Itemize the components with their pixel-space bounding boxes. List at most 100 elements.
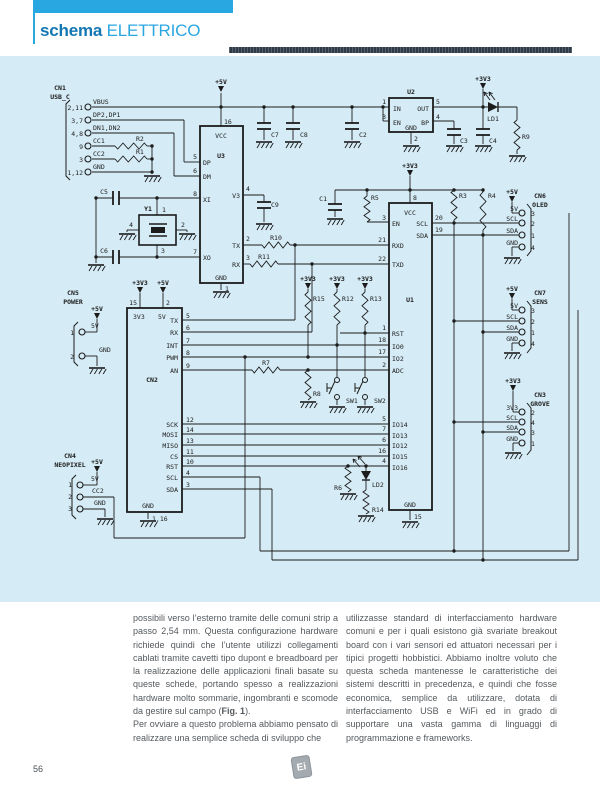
svg-text:U3: U3	[217, 152, 225, 160]
svg-text:IO14: IO14	[392, 421, 408, 429]
svg-text:2: 2	[382, 361, 386, 369]
svg-text:3: 3	[246, 254, 250, 262]
svg-text:XI: XI	[203, 196, 211, 204]
svg-text:LD1: LD1	[487, 115, 499, 123]
hatched-divider	[229, 47, 572, 53]
svg-text:ADC: ADC	[392, 367, 404, 375]
svg-text:13: 13	[186, 437, 194, 445]
svg-text:GND: GND	[215, 274, 227, 282]
svg-text:4: 4	[246, 185, 250, 193]
svg-text:U1: U1	[406, 296, 414, 304]
svg-text:1,12: 1,12	[67, 169, 83, 177]
svg-text:2,11: 2,11	[67, 104, 83, 112]
svg-text:+3V3: +3V3	[402, 162, 418, 170]
svg-text:R5: R5	[371, 194, 379, 202]
svg-text:R6: R6	[334, 484, 342, 492]
svg-text:1: 1	[531, 232, 535, 240]
svg-text:SCL: SCL	[416, 220, 428, 228]
svg-text:IO2: IO2	[392, 355, 404, 363]
svg-text:R14: R14	[372, 506, 384, 514]
svg-text:SDA: SDA	[416, 232, 428, 240]
svg-text:3: 3	[68, 505, 72, 513]
svg-text:VCC: VCC	[404, 209, 416, 217]
svg-text:1: 1	[68, 481, 72, 489]
article-column-left: possibili verso l’esterno tramite delle …	[133, 612, 338, 745]
svg-text:3: 3	[79, 156, 83, 164]
svg-text:R1: R1	[136, 148, 144, 156]
svg-text:R15: R15	[313, 295, 325, 303]
svg-text:OLED: OLED	[532, 201, 548, 209]
svg-text:DP2,DP1: DP2,DP1	[93, 111, 120, 119]
svg-text:+3V3: +3V3	[132, 279, 148, 287]
header-tick	[33, 13, 35, 44]
svg-text:5V: 5V	[510, 205, 518, 213]
svg-text:TXD: TXD	[392, 261, 404, 269]
svg-text:1: 1	[531, 329, 535, 337]
svg-text:SDA: SDA	[506, 227, 518, 235]
svg-text:R10: R10	[270, 234, 282, 242]
svg-text:7: 7	[186, 337, 190, 345]
paragraph: utilizzasse standard di interfacciamento…	[346, 613, 557, 743]
svg-text:XO: XO	[203, 254, 211, 262]
svg-text:+5V: +5V	[506, 285, 518, 293]
svg-text:SCL: SCL	[506, 414, 518, 422]
svg-text:OUT: OUT	[417, 105, 429, 113]
svg-text:+3V3: +3V3	[300, 275, 316, 283]
svg-text:TX: TX	[170, 317, 178, 325]
svg-text:14: 14	[186, 426, 194, 434]
svg-text:GND: GND	[405, 124, 417, 132]
svg-text:GROVE: GROVE	[530, 400, 550, 408]
svg-text:RST: RST	[166, 463, 178, 471]
svg-text:5: 5	[186, 312, 190, 320]
svg-text:2: 2	[531, 318, 535, 326]
svg-text:Y1: Y1	[144, 205, 152, 213]
svg-text:5: 5	[193, 153, 197, 161]
svg-text:4: 4	[382, 457, 386, 465]
svg-text:18: 18	[378, 336, 386, 344]
svg-text:CC2: CC2	[93, 150, 105, 158]
svg-text:+5V: +5V	[91, 458, 103, 466]
svg-text:IN: IN	[393, 105, 401, 113]
svg-text:6: 6	[193, 167, 197, 175]
svg-text:C3: C3	[460, 137, 468, 145]
svg-text:CC2: CC2	[92, 487, 104, 495]
svg-text:CN6: CN6	[534, 192, 546, 200]
paragraph: Per ovviare a questo problema abbiamo pe…	[133, 719, 338, 743]
svg-text:C2: C2	[359, 131, 367, 139]
svg-text:3: 3	[382, 214, 386, 222]
svg-text:CC1: CC1	[93, 137, 105, 145]
paragraph: possibili verso l’esterno tramite delle …	[133, 613, 338, 717]
svg-text:RXD: RXD	[392, 242, 404, 250]
svg-text:8: 8	[193, 190, 197, 198]
schematic-panel: +5V+3V3+3V3+3V3+3V3+3V3+5V+3V3+5V+5V+5V+…	[0, 56, 600, 602]
svg-text:+3V3: +3V3	[505, 377, 521, 385]
svg-text:CN7: CN7	[534, 289, 546, 297]
svg-text:3V3: 3V3	[506, 404, 518, 412]
svg-text:1: 1	[382, 98, 386, 106]
svg-text:R13: R13	[370, 295, 382, 303]
svg-text:1: 1	[531, 440, 535, 448]
svg-text:DP: DP	[203, 159, 211, 167]
page-title-accent: ELETTRICO	[106, 21, 201, 40]
svg-text:GND: GND	[404, 501, 416, 509]
svg-text:+3V3: +3V3	[329, 275, 345, 283]
svg-text:3V3: 3V3	[133, 313, 145, 321]
svg-text:2: 2	[531, 409, 535, 417]
svg-text:EN: EN	[393, 119, 401, 127]
svg-text:C9: C9	[271, 201, 279, 209]
svg-text:1,16: 1,16	[152, 515, 168, 523]
svg-text:11: 11	[186, 448, 194, 456]
svg-text:3: 3	[161, 247, 165, 255]
svg-text:IO16: IO16	[392, 464, 408, 472]
svg-text:2: 2	[70, 353, 74, 361]
svg-text:SENS: SENS	[532, 298, 548, 306]
svg-text:+3V3: +3V3	[357, 275, 373, 283]
svg-text:4: 4	[531, 419, 535, 427]
svg-text:GND: GND	[99, 346, 111, 354]
svg-text:22: 22	[378, 255, 386, 263]
svg-text:+5V: +5V	[215, 78, 227, 86]
svg-text:3: 3	[531, 429, 535, 437]
svg-text:C4: C4	[489, 137, 497, 145]
svg-text:+5V: +5V	[506, 188, 518, 196]
svg-text:4: 4	[186, 469, 190, 477]
